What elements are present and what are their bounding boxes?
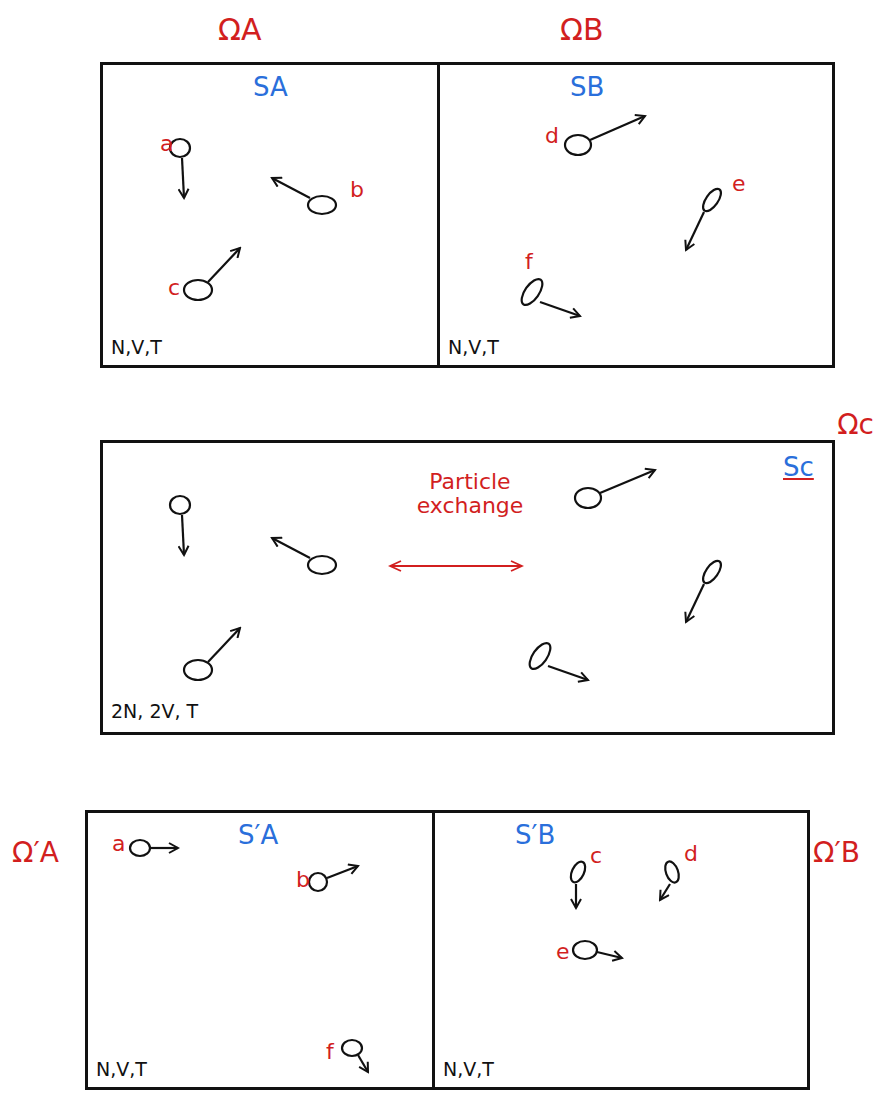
- compartment-box: ΩASAN,V,T: [100, 62, 440, 368]
- state-variables: N,V,T: [448, 337, 499, 359]
- particle-letter: d: [545, 124, 559, 148]
- compartment-box: Ω′BS′BN,V,T: [435, 810, 810, 1090]
- particle-letter: a: [160, 132, 173, 156]
- state-variables: N,V,T: [96, 1059, 147, 1081]
- entropy-label: SB: [570, 73, 604, 103]
- entropy-label: SA: [253, 73, 288, 103]
- particle-letter: e: [732, 172, 746, 196]
- entropy-label: S′B: [515, 821, 555, 851]
- entropy-label: Sc: [783, 453, 814, 483]
- particle-letter: f: [525, 250, 533, 274]
- state-variables: N,V,T: [443, 1059, 494, 1081]
- state-variables: N,V,T: [111, 337, 162, 359]
- particle-letter: f: [326, 1040, 334, 1064]
- omega-label: Ωc: [837, 409, 874, 441]
- particle-letter: b: [296, 868, 310, 892]
- exchange-note: Particle exchange: [405, 470, 535, 518]
- omega-label: Ω′A: [12, 837, 59, 869]
- particle-letter: c: [590, 844, 602, 868]
- particle-letter: c: [168, 276, 180, 300]
- omega-label: ΩA: [218, 13, 261, 48]
- particle-letter: b: [350, 178, 364, 202]
- state-variables: 2N, 2V, T: [111, 701, 198, 723]
- particle-letter: a: [112, 832, 125, 856]
- compartment-box: Ω′AS′AN,V,T: [85, 810, 435, 1090]
- omega-label: ΩB: [560, 13, 604, 48]
- omega-label: Ω′B: [813, 837, 860, 869]
- entropy-label: S′A: [238, 821, 278, 851]
- particle-letter: e: [556, 940, 570, 964]
- particle-letter: d: [684, 842, 698, 866]
- compartment-box: ΩBSBN,V,T: [440, 62, 835, 368]
